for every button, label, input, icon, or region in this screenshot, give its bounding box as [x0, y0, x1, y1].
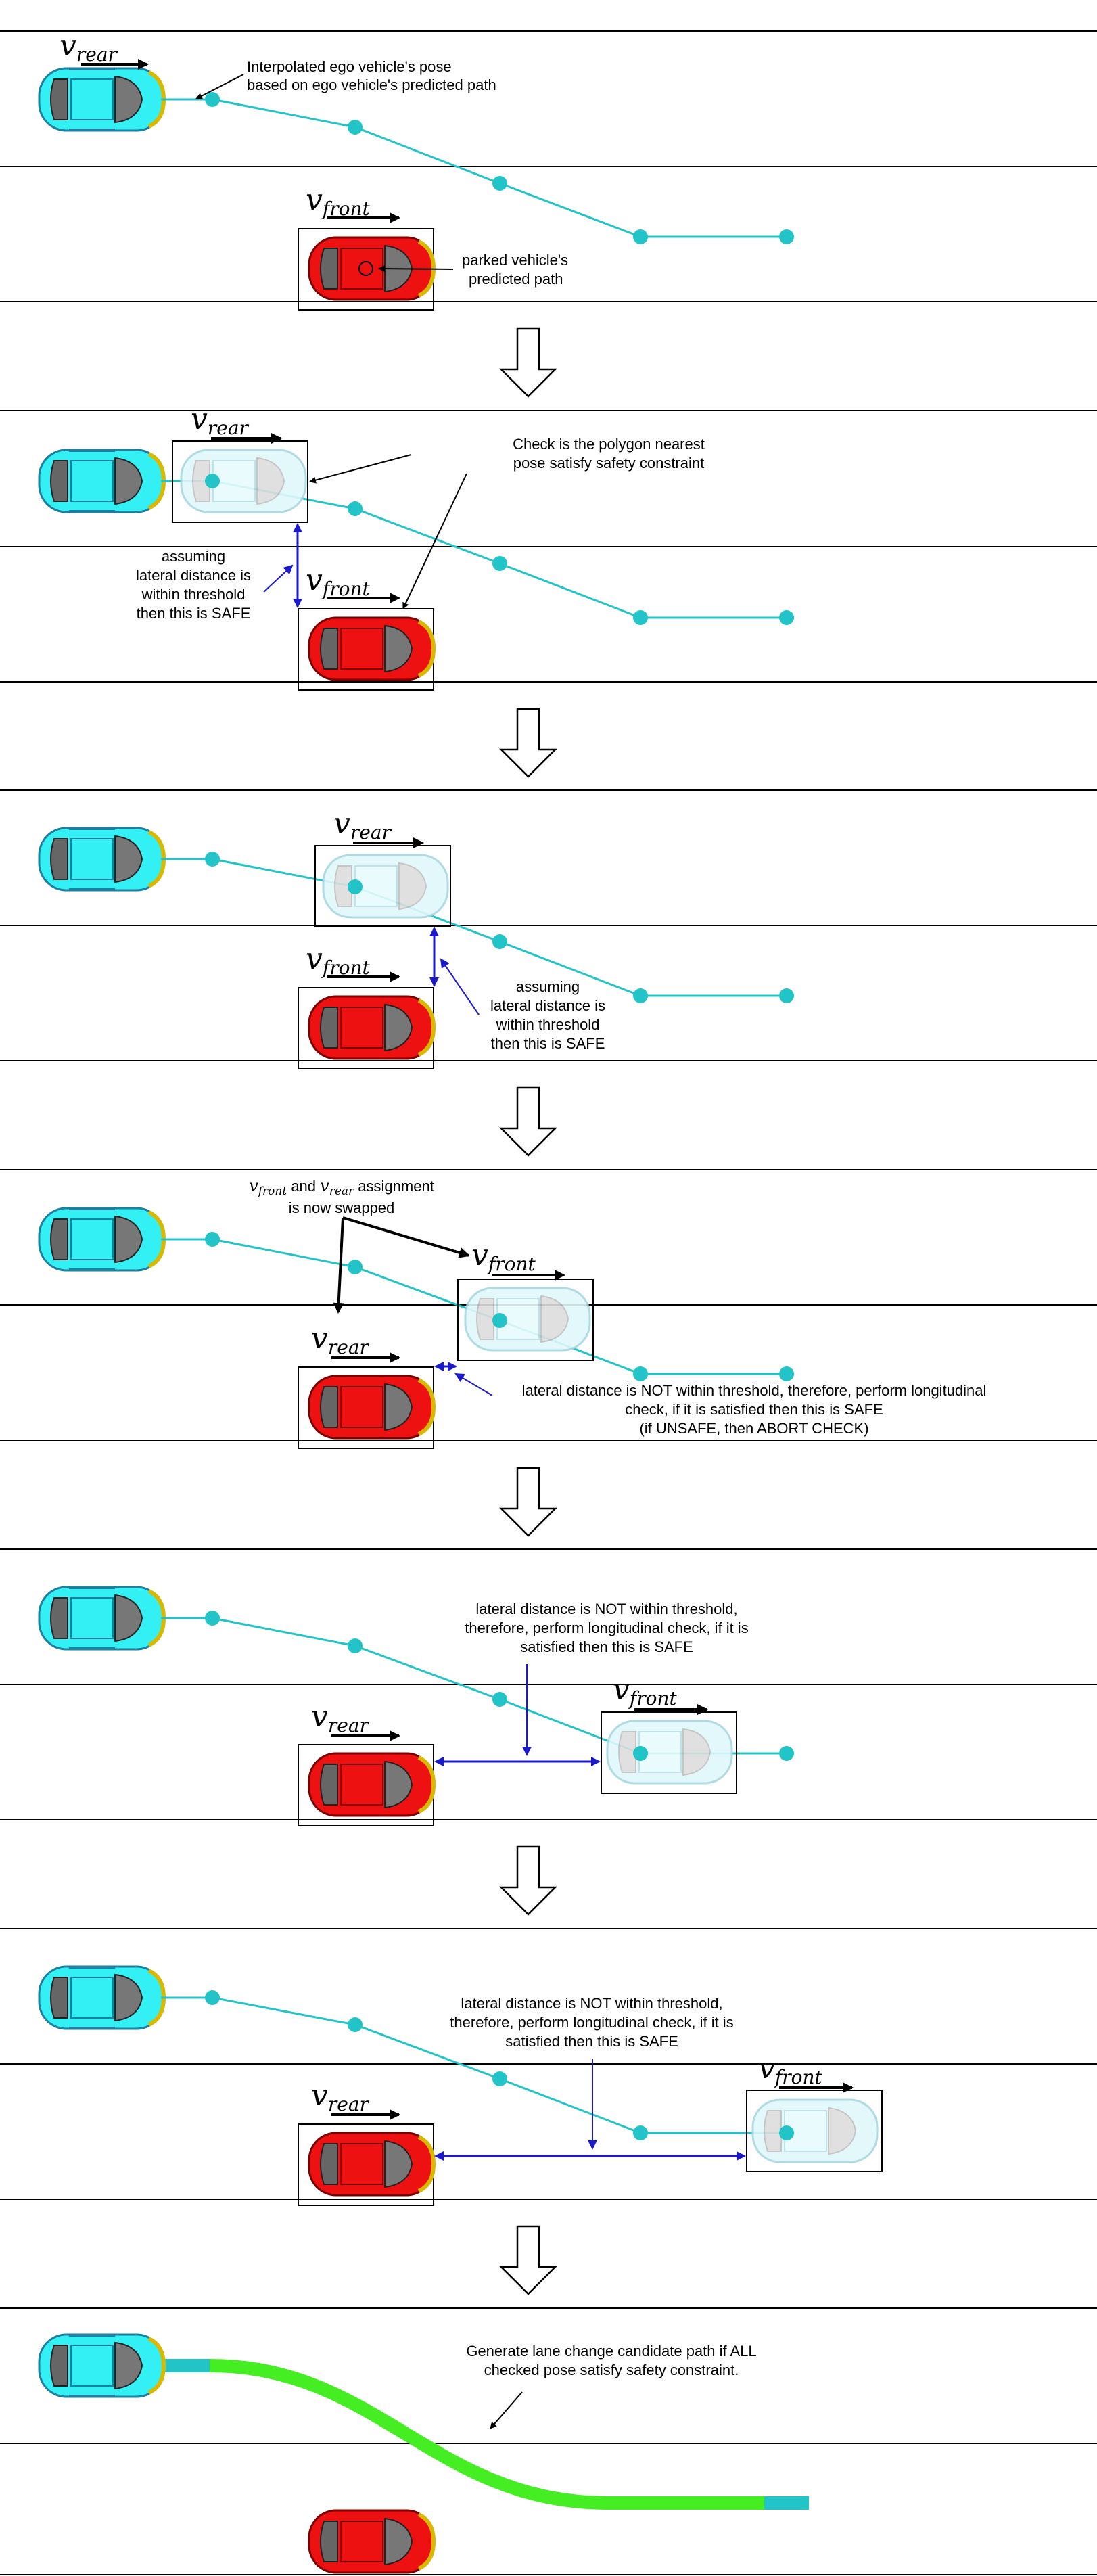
longitudinal-note-2: therefore, perform longitudinal check, i… — [450, 2014, 733, 2031]
predicted-path — [161, 1238, 787, 1375]
parked-path-note-2: predicted path — [469, 271, 563, 288]
down-arrow-icon — [500, 1086, 557, 1157]
down-arrow-icon — [500, 708, 557, 778]
longitudinal-note-2: check, if it is satisfied then this is S… — [625, 1401, 883, 1418]
predicted-path — [161, 98, 787, 238]
panel-4: vfront vrear vfront and vrear assignment… — [39, 1176, 987, 1449]
path-poses — [205, 852, 794, 1003]
swap-note-2: is now swapped — [289, 1199, 395, 1216]
rear-label: vrear — [60, 28, 118, 66]
ego-car-icon — [39, 1208, 164, 1270]
front-label: vfront — [306, 942, 370, 979]
parked-car-icon — [309, 996, 434, 1059]
rear-label: vrear — [191, 402, 250, 439]
parked-car-icon — [309, 2133, 434, 2195]
generate-note-1: Generate lane change candidate path if A… — [466, 2343, 756, 2360]
ghost-car-icon — [751, 2098, 879, 2163]
longitudinal-note-1: lateral distance is NOT within threshold… — [461, 1995, 722, 2012]
path-poses — [205, 1611, 794, 1761]
ego-car-icon — [39, 2334, 164, 2397]
candidate-path — [161, 2359, 764, 2510]
path-poses — [205, 1990, 794, 2140]
ego-pose-note-2: based on ego vehicle's predicted path — [247, 76, 496, 93]
rear-label: vrear — [311, 1699, 370, 1736]
rear-label: vrear — [311, 2078, 370, 2115]
longitudinal-note-2: therefore, perform longitudinal check, i… — [465, 1619, 748, 1636]
lateral-note-4: then this is SAFE — [491, 1035, 605, 1052]
rear-label: vrear — [333, 806, 392, 844]
lateral-note-3: within threshold — [496, 1016, 600, 1033]
lateral-note-3: within threshold — [141, 586, 246, 603]
polygon-box — [457, 1279, 594, 1361]
longitudinal-note-1: lateral distance is NOT within threshold… — [475, 1601, 737, 1617]
longitudinal-note-1: lateral distance is NOT within threshold… — [522, 1382, 987, 1399]
front-label: vfront — [613, 1672, 677, 1709]
polygon-box — [314, 845, 451, 927]
ego-car-icon — [39, 450, 164, 512]
parked-car-icon — [309, 2510, 434, 2573]
generate-note-2: checked pose satisfy safety constraint. — [484, 2362, 739, 2378]
parked-path-note-1: parked vehicle's — [462, 252, 568, 269]
polygon-box — [172, 440, 308, 523]
parked-car-icon — [309, 1753, 434, 1816]
predicted-path — [161, 858, 787, 997]
path-poses — [205, 92, 794, 244]
ego-car-icon — [39, 1587, 164, 1649]
longitudinal-note-3: satisfied then this is SAFE — [505, 2033, 678, 2050]
path-poses — [205, 1232, 794, 1381]
lane-lines — [0, 30, 1097, 2575]
longitudinal-note-3: (if UNSAFE, then ABORT CHECK) — [639, 1420, 868, 1437]
swap-note-1: vfront and vrear assignment — [249, 1176, 434, 1198]
panel-3: vrear vfront assuming lateral distance i… — [39, 806, 794, 1070]
front-label: vfront — [758, 2051, 822, 2088]
down-arrow-icon — [500, 327, 557, 398]
longitudinal-note-3: satisfied then this is SAFE — [520, 1638, 693, 1655]
panel-6: vfront vrear lateral distance is NOT wit… — [39, 1967, 883, 2206]
parked-car-icon — [309, 1376, 434, 1438]
polygon-box — [601, 1711, 737, 1794]
ghost-car-icon — [464, 1287, 591, 1352]
ghost-car-icon — [322, 854, 449, 919]
parked-car-icon — [309, 618, 434, 680]
panel-5: vfront vrear lateral distance is NOT wit… — [39, 1587, 794, 1826]
panel-1: vrear Interpolated ego vehicle's pose ba… — [39, 28, 794, 310]
ego-pose-note-1: Interpolated ego vehicle's pose — [247, 58, 452, 75]
predicted-path — [161, 1996, 787, 2134]
down-arrow-icon — [500, 1845, 557, 1916]
down-arrow-icon — [500, 1467, 557, 1537]
front-label: vfront — [306, 183, 370, 220]
path-poses — [205, 474, 794, 625]
ego-car-icon — [39, 1967, 164, 2029]
lateral-note-1: assuming — [162, 548, 225, 565]
front-label: vfront — [306, 563, 370, 600]
ghost-car-icon — [606, 1720, 733, 1785]
lateral-note-4: then this is SAFE — [137, 605, 251, 622]
ghost-car-icon — [180, 448, 307, 513]
check-note-1: Check is the polygon nearest — [513, 436, 705, 453]
lateral-note-1: assuming — [516, 978, 580, 995]
lateral-note-2: lateral distance is — [136, 567, 251, 584]
lateral-note-2: lateral distance is — [490, 997, 605, 1014]
panel-2: vrear vfront Check is the polygon neares… — [39, 402, 794, 691]
panel-7: Generate lane change candidate path if A… — [39, 2334, 809, 2573]
check-note-2: pose satisfy safety constraint — [513, 455, 704, 472]
ego-car-icon — [39, 68, 164, 131]
down-arrow-icon — [500, 2225, 557, 2295]
rear-label: vrear — [311, 1321, 370, 1358]
ego-car-icon — [39, 828, 164, 890]
polygon-box — [746, 2090, 883, 2172]
front-label: vfront — [471, 1238, 536, 1275]
